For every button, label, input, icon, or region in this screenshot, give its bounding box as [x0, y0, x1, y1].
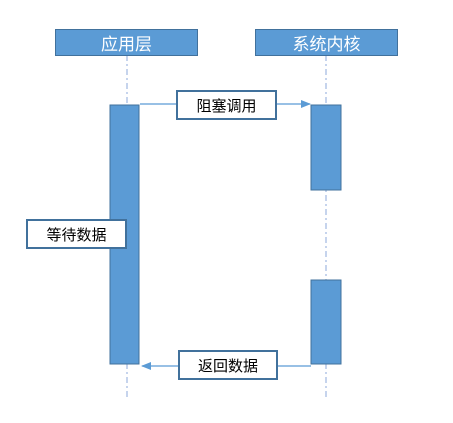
participant-app-layer-label: 应用层: [101, 35, 152, 55]
activation-kernel-1: [310, 104, 342, 191]
wait-data-label-box: 等待数据: [26, 219, 127, 249]
participant-app-layer: 应用层: [55, 29, 198, 56]
blocking-call-label: 阻塞调用: [196, 96, 257, 115]
blocking-call-label-box: 阻塞调用: [176, 90, 277, 120]
return-data-label: 返回数据: [197, 356, 258, 375]
return-data-label-box: 返回数据: [178, 350, 278, 380]
participant-kernel: 系统内核: [255, 29, 398, 56]
activation-kernel-2: [310, 279, 342, 365]
wait-data-label: 等待数据: [46, 225, 107, 244]
participant-kernel-label: 系统内核: [292, 35, 361, 55]
